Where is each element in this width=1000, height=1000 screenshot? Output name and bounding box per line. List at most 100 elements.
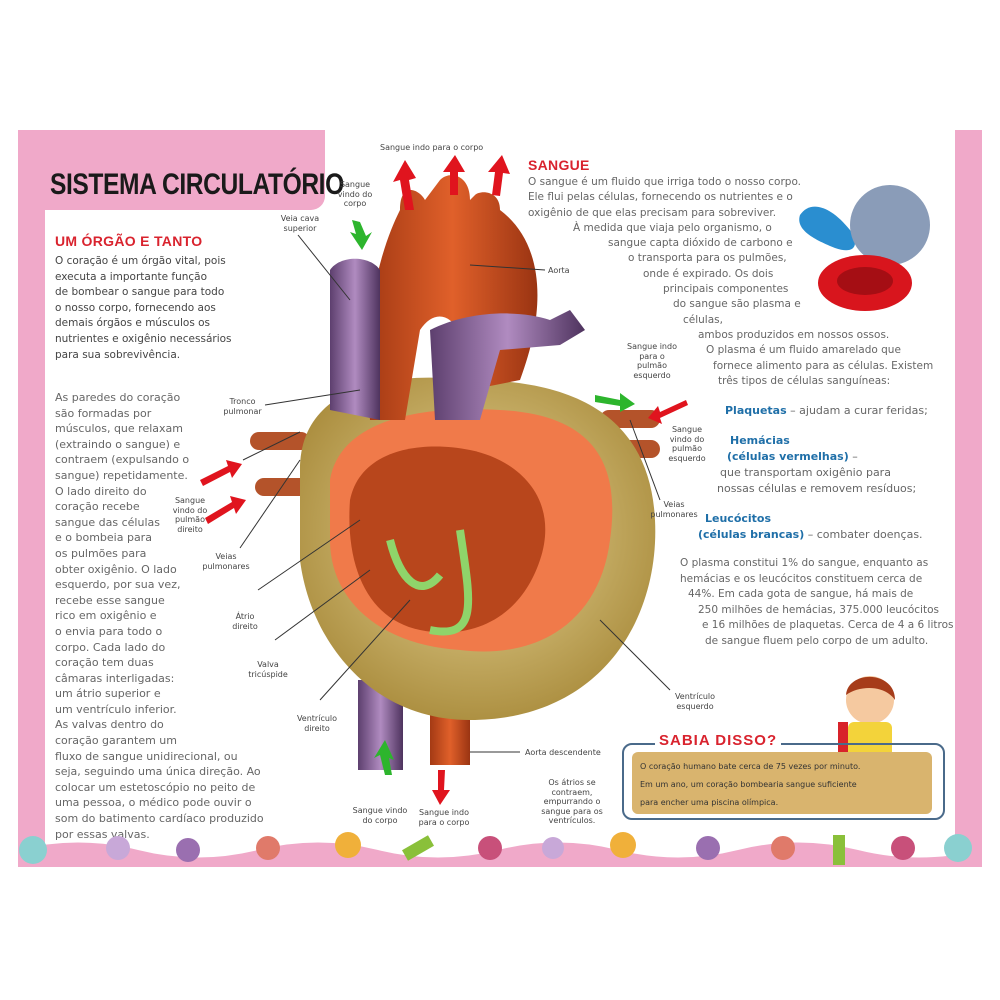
text-line: câmaras interligadas:: [55, 671, 175, 685]
hemacias-name: Hemácias: [730, 434, 790, 447]
text-line: do sangue são plasma e: [673, 298, 801, 311]
plasma-paragraph: O plasma constitui 1% do sangue, enquant…: [680, 556, 954, 650]
text-line: esquerdo, por sua vez,: [55, 578, 181, 592]
plaquetas-item: Plaquetas – ajudam a curar feridas;: [725, 403, 928, 419]
title-banner: [18, 130, 325, 210]
hemacias-item-2: (células vermelhas) –: [727, 449, 858, 465]
plaquetas-name: Plaquetas: [725, 404, 787, 417]
right-pink-border: [955, 130, 982, 867]
leukocyte-image: [850, 185, 930, 265]
label-veias-pulmonares-right: Veias pulmonares: [650, 500, 698, 519]
superior-vena-cava: [330, 258, 380, 420]
text-line: obter oxigênio. O lado: [55, 562, 177, 576]
text-line: sangue) repetidamente.: [55, 468, 188, 482]
pulmonary-trunk: [430, 310, 585, 420]
text-line: de bombear o sangue para todo: [55, 286, 225, 299]
text-line: som do batimento cardíaco produzido: [55, 812, 264, 826]
label-sangue-indo-pulmao-esquerdo: Sangue indo para o pulmão esquerdo: [627, 342, 677, 380]
text-line: seja, seguindo uma única direção. Ao: [55, 765, 261, 779]
text-line: por essas valvas.: [55, 827, 150, 841]
leucocitos-desc: – combater doenças.: [804, 528, 923, 541]
text-line: Ele flui pelas células, fornecendo os nu…: [528, 191, 793, 204]
text-line: onde é expirado. Os dois: [643, 267, 774, 280]
text-line: oxigênio de que elas precisam para sobre…: [528, 206, 777, 219]
text-line: uma pessoa, o médico pode ouvir o: [55, 796, 252, 810]
text-line: fluxo de sangue unidirecional, ou: [55, 749, 238, 763]
label-sangue-vindo-pulmao-direito: Sangue vindo do pulmão direito: [172, 496, 208, 534]
green-arrow-bottom: [374, 740, 394, 775]
green-arrow-right: [595, 393, 635, 412]
text-line: sangue capta dióxido de carbono e: [608, 237, 793, 250]
text-line: As paredes do coração: [55, 391, 181, 404]
label-aorta: Aorta: [548, 266, 570, 275]
text-line: coração recebe: [55, 500, 140, 514]
label-atrios-contraem: Os átrios se contraem, empurrando o sang…: [541, 778, 603, 825]
label-veias-pulmonares-left: Veias pulmonares: [202, 552, 250, 571]
text-line: nutrientes e oxigênio necessários: [55, 332, 232, 345]
flow-arrow-green: [386, 539, 444, 590]
text-line: um ventrículo inferior.: [55, 702, 177, 716]
text-line: O plasma é um fluido amarelado que: [706, 344, 901, 357]
left-pink-border: [18, 130, 45, 867]
text-line: rico em oxigênio e: [55, 609, 157, 623]
organ-icons: [19, 832, 972, 865]
leucocitos-item: Leucócitos: [705, 511, 771, 527]
text-line: são formadas por: [55, 406, 152, 420]
label-aorta-descendente: Aorta descendente: [525, 748, 601, 757]
red-arrow-left-2: [205, 496, 246, 524]
label-ventriculo-direito: Ventrículo direito: [296, 714, 338, 733]
hemacias-name-2: (células vermelhas): [727, 450, 849, 463]
text-line: três tipos de células sanguíneas:: [718, 374, 891, 387]
text-line: demais órgãos e músculos os: [55, 317, 211, 330]
text-line: Em um ano, um coração bombearia sangue s…: [640, 780, 857, 789]
red-arrow-left-1: [200, 460, 242, 486]
text-line: 250 milhões de hemácias, 375.000 leucóci…: [698, 603, 939, 616]
label-sangue-vindo-pulmao-esquerdo: Sangue vindo do pulmão esquerdo: [668, 425, 706, 463]
red-arrow-right: [648, 400, 688, 424]
text-line: e 16 milhões de plaquetas. Cerca de 4 a …: [702, 619, 954, 632]
heart-walls-paragraph: As paredes do coração são formadas por mús…: [55, 390, 264, 842]
text-line: O sangue é um fluido que irriga todo o n…: [528, 176, 802, 188]
fun-fact-panel: [632, 752, 932, 814]
label-sangue-indo-corpo-bottom: Sangue indo para o corpo: [418, 808, 470, 827]
fun-fact-text: O coração humano bate cerca de 75 vezes …: [640, 758, 860, 812]
text-line: corpo. Cada lado do: [55, 640, 166, 654]
text-line: recebe esse sangue: [55, 593, 165, 607]
hemacias-dash: –: [848, 450, 858, 463]
text-line: coração tem duas: [55, 656, 154, 670]
text-line: ambos produzidos em nossos ossos.: [698, 328, 890, 341]
text-line: O lado direito do: [55, 484, 147, 498]
red-arrows-top: [393, 155, 510, 210]
hemacias-desc: que transportam oxigênio para: [720, 466, 891, 479]
text-line: o nosso corpo, fornecendo aos: [55, 301, 216, 314]
label-sangue-vindo-corpo-top: Sangue vindo do corpo: [337, 180, 373, 208]
page-title: SISTEMA CIRCULATÓRIO: [50, 168, 344, 201]
hemacias-item: Hemácias: [730, 433, 790, 449]
sangue-paragraph: O sangue é um fluido que irriga todo o n…: [528, 175, 933, 389]
platelet-image: [799, 206, 855, 251]
text-line: fornece alimento para as células. Existe…: [713, 359, 934, 372]
label-sangue-indo-corpo-top: Sangue indo para o corpo: [380, 143, 484, 152]
text-line: colocar um estetoscópio no peito de: [55, 780, 256, 794]
text-line: executa a importante função: [55, 270, 208, 283]
text-line: O coração é um órgão vital, pois: [55, 255, 226, 267]
text-line: As valvas dentro do: [55, 718, 164, 732]
label-tronco-pulmonar: Tronco pulmonar: [223, 397, 262, 416]
plaquetas-desc: – ajudam a curar feridas;: [786, 404, 928, 417]
text-line: para encher uma piscina olímpica.: [640, 798, 779, 807]
text-line: coração garantem um: [55, 734, 177, 748]
text-line: principais componentes: [663, 283, 789, 296]
text-line: 44%. Em cada gota de sangue, há mais de: [688, 588, 914, 601]
text-line: os pulmões para: [55, 546, 147, 560]
leucocitos-name-2: (células brancas): [698, 528, 805, 541]
fun-fact-box: [622, 743, 945, 820]
leucocitos-item-2: (células brancas) – combater doenças.: [698, 527, 923, 543]
text-line: músculos, que relaxam: [55, 422, 183, 436]
green-arrow-top: [350, 220, 372, 250]
text-line: sangue das células: [55, 515, 160, 529]
label-veia-cava-superior: Veia cava superior: [280, 214, 320, 233]
label-ventriculo-esquerdo: Ventrículo esquerdo: [674, 692, 716, 711]
fun-fact-title-text: SABIA DISSO?: [659, 732, 778, 749]
blood-cells-illustration: [799, 185, 930, 311]
